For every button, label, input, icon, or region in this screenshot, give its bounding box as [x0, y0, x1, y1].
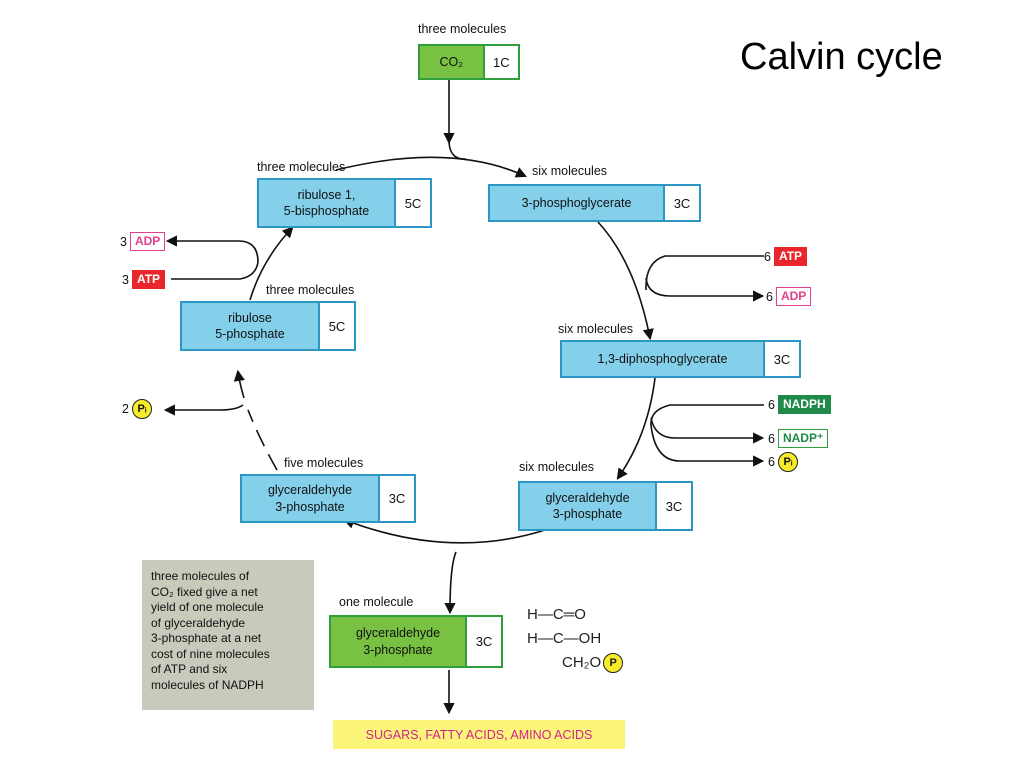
branch-one-molecule	[444, 551, 457, 615]
g3p-one-count-label: one molecule	[339, 595, 414, 609]
dpga-carbons: 3C	[763, 342, 799, 376]
adp-left-tag: 3 ADP	[120, 232, 166, 251]
nadp-tag: 6 NADP⁺	[768, 429, 829, 448]
g3p-six-count-label: six molecules	[519, 460, 595, 474]
g3p-five-count-label: five molecules	[284, 456, 364, 470]
pga-count-label: six molecules	[532, 164, 608, 178]
rubp-count-label: three molecules	[257, 160, 346, 174]
g3p-six-name: glyceraldehyde 3-phosphate	[520, 483, 655, 529]
ru5p-name: ribulose 5-phosphate	[182, 303, 318, 349]
pi-left-out-arrow	[163, 404, 244, 416]
atp-left-in-arrow	[171, 261, 259, 280]
pi-left-icon: Pᵢ	[131, 399, 152, 419]
nadp-label: NADP⁺	[777, 429, 829, 448]
g3p-five-carbons: 3C	[378, 476, 414, 521]
arc-g3p-to-ru5p	[238, 372, 278, 471]
co2-box: CO₂ 1C	[418, 44, 520, 80]
atp-right-count: 6	[764, 249, 771, 264]
adp-left-label: ADP	[129, 232, 166, 251]
dpga-name: 1,3-diphosphoglycerate	[562, 342, 763, 376]
ru5p-count-label: three molecules	[266, 283, 355, 297]
g3p-six-box: glyceraldehyde 3-phosphate 3C	[518, 481, 693, 531]
adp-left-out-arrow	[165, 235, 259, 263]
products-label: SUGARS, FATTY ACIDS, AMINO ACIDS	[333, 720, 625, 749]
adp-right-count: 6	[766, 289, 773, 304]
arc-ru5p-to-rubp	[249, 226, 294, 301]
diagram-title: Calvin cycle	[740, 36, 943, 78]
structure-line-2: H—C—OH	[527, 630, 602, 647]
pga-carbons: 3C	[663, 186, 699, 220]
ru5p-box: ribulose 5-phosphate 5C	[180, 301, 356, 351]
co2-count-label: three molecules	[418, 22, 507, 36]
arc-dpga-to-g3p	[616, 377, 656, 480]
pi-right-icon: Pᵢ	[777, 452, 798, 472]
pi-right-count: 6	[768, 455, 775, 469]
adp-right-tag: 6 ADP	[766, 287, 812, 306]
g3p-six-carbons: 3C	[655, 483, 691, 529]
pga-box: 3-phosphoglycerate 3C	[488, 184, 701, 222]
pi-out-arrow	[650, 424, 765, 467]
atp-right-tag: 6 ATP	[764, 247, 808, 266]
co2-carbons: 1C	[482, 46, 518, 78]
atp-in-arrow	[645, 255, 764, 291]
nadph-in-arrow	[650, 404, 764, 426]
g3p-five-box: glyceraldehyde 3-phosphate 3C	[240, 474, 416, 523]
g3p-one-name: glyceraldehyde 3-phosphate	[331, 617, 465, 666]
phosphate-icon: P	[603, 653, 624, 674]
adp-right-label: ADP	[775, 287, 812, 306]
nadph-tag: 6 NADPH	[768, 395, 831, 414]
atp-left-tag: 3 ATP	[122, 270, 166, 289]
rubp-name: ribulose 1, 5-bisphosphate	[259, 180, 394, 226]
g3p-one-box: glyceraldehyde 3-phosphate 3C	[329, 615, 503, 668]
dpga-box: 1,3-diphosphoglycerate 3C	[560, 340, 801, 378]
nadph-count: 6	[768, 397, 775, 412]
g3p-five-name: glyceraldehyde 3-phosphate	[242, 476, 378, 521]
arc-pga-to-dpga	[597, 221, 654, 341]
nadph-label: NADPH	[777, 395, 831, 414]
atp-right-label: ATP	[773, 247, 808, 266]
nadp-out-arrow	[650, 417, 765, 444]
atp-left-count: 3	[122, 272, 129, 287]
pi-left-count: 2	[122, 402, 129, 416]
structure-line-3: CH₂O	[562, 654, 602, 671]
pi-right-tag: 6 Pᵢ	[768, 452, 798, 472]
ru5p-carbons: 5C	[318, 303, 354, 349]
nadp-count: 6	[768, 431, 775, 446]
co2-merge	[448, 141, 467, 160]
g3p-one-carbons: 3C	[465, 617, 501, 666]
arc-rubp-to-pga	[335, 156, 528, 178]
pi-left-tag: 2 Pᵢ	[122, 399, 152, 419]
dpga-count-label: six molecules	[558, 322, 634, 336]
rubp-box: ribulose 1, 5-bisphosphate 5C	[257, 178, 432, 228]
co2-name: CO₂	[420, 46, 483, 78]
atp-left-label: ATP	[131, 270, 166, 289]
summary-note: three molecules of CO₂ fixed give a net …	[142, 560, 314, 710]
pga-name: 3-phosphoglycerate	[490, 186, 663, 220]
arc-g3p-to-g3p	[342, 517, 546, 544]
structure-line-1: H—C═O	[527, 606, 586, 623]
rubp-carbons: 5C	[394, 180, 430, 226]
adp-left-count: 3	[120, 234, 127, 249]
adp-out-arrow	[645, 277, 765, 302]
